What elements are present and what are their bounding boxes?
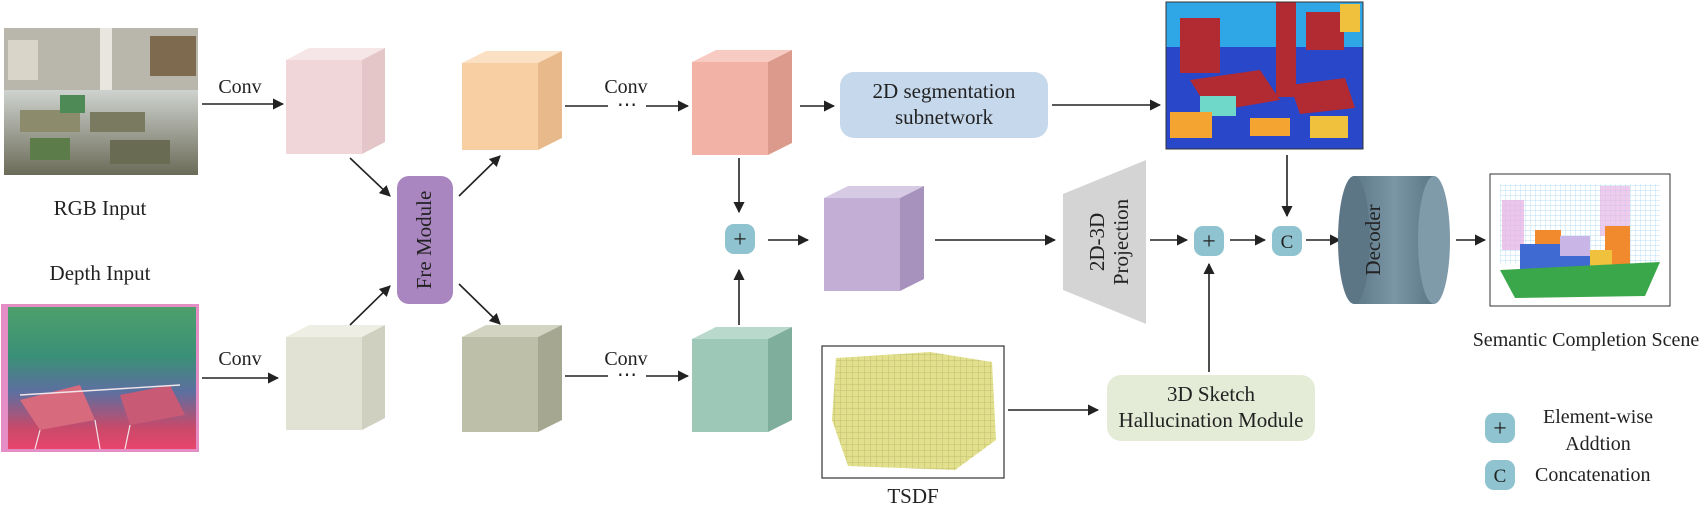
rgb-feature-cube-3 <box>692 50 792 155</box>
legend-add-line2: Addtion <box>1565 433 1631 455</box>
legend-add-symbol: + <box>1493 416 1507 442</box>
segmentation-subnetwork: 2D segmentation subnetwork <box>840 72 1048 138</box>
concat-node-symbol: C <box>1281 232 1294 253</box>
decoder-label: Decoder <box>1361 204 1385 275</box>
arrow-fre-to-depthcube2 <box>458 283 501 325</box>
depth-input-image <box>1 304 199 452</box>
legend-add-swatch <box>1485 413 1515 443</box>
decoder-block: Decoder <box>1338 176 1450 304</box>
tsdf-volume-image <box>821 345 1005 479</box>
scene-label: Semantic Completion Scene <box>1473 329 1700 351</box>
seg-label-line1: 2D segmentation <box>873 79 1016 103</box>
sketch-label-line1: 3D Sketch <box>1167 382 1256 406</box>
fre-module: Fre Module <box>397 176 453 304</box>
rgb-input-label: RGB Input <box>54 196 147 220</box>
projection-label-line1: 2D-3D <box>1085 213 1109 271</box>
tsdf-label: TSDF <box>887 484 938 508</box>
dots-top: ⋯ <box>617 94 637 116</box>
projection-label-line2: Projection <box>1109 198 1133 285</box>
arrow-fre-to-rgbcube2 <box>458 155 501 197</box>
fre-module-label: Fre Module <box>412 191 436 290</box>
legend-add-line1: Element-wise <box>1543 406 1653 428</box>
depth-input-label: Depth Input <box>50 261 151 285</box>
add-node-1-symbol: + <box>733 227 747 253</box>
legend: + Element-wise Addtion C Concatenation <box>1485 406 1653 490</box>
dots-bottom: ⋯ <box>617 364 637 386</box>
arrow-cube1-to-fre <box>349 157 391 197</box>
seg-label-line2: subnetwork <box>895 105 993 129</box>
depth-feature-cube-1 <box>286 325 385 430</box>
conv-top-mid-label: Conv <box>604 76 647 98</box>
depth-feature-cube-3 <box>692 327 792 432</box>
legend-concat-swatch <box>1485 460 1515 490</box>
rgb-input-image <box>4 28 198 175</box>
semantic-completion-scene-image <box>1489 173 1671 307</box>
sketch-label-line2: Hallucination Module <box>1119 408 1304 432</box>
rgb-feature-cube-1 <box>286 48 385 154</box>
conv-bottom-left-label: Conv <box>218 348 261 370</box>
fused-feature-cube <box>824 186 924 291</box>
legend-concat-symbol: C <box>1494 466 1507 487</box>
sketch-hallucination-module: 3D Sketch Hallucination Module <box>1107 375 1315 441</box>
add-node-2-symbol: + <box>1202 229 1216 255</box>
depth-feature-cube-2 <box>462 325 562 432</box>
legend-concat-label: Concatenation <box>1535 464 1651 486</box>
concatenation-node: C <box>1272 226 1302 256</box>
projection-2d-3d: 2D-3D Projection <box>1063 160 1146 324</box>
conv-bottom-mid-label: Conv <box>604 348 647 370</box>
rgb-feature-cube-2 <box>462 51 562 150</box>
elementwise-add-node-1: + <box>725 224 755 254</box>
arrow-depthcube1-to-fre <box>349 285 391 326</box>
elementwise-add-node-2: + <box>1194 226 1224 256</box>
segmentation-map-image <box>1165 1 1364 150</box>
conv-top-left-label: Conv <box>218 76 261 98</box>
